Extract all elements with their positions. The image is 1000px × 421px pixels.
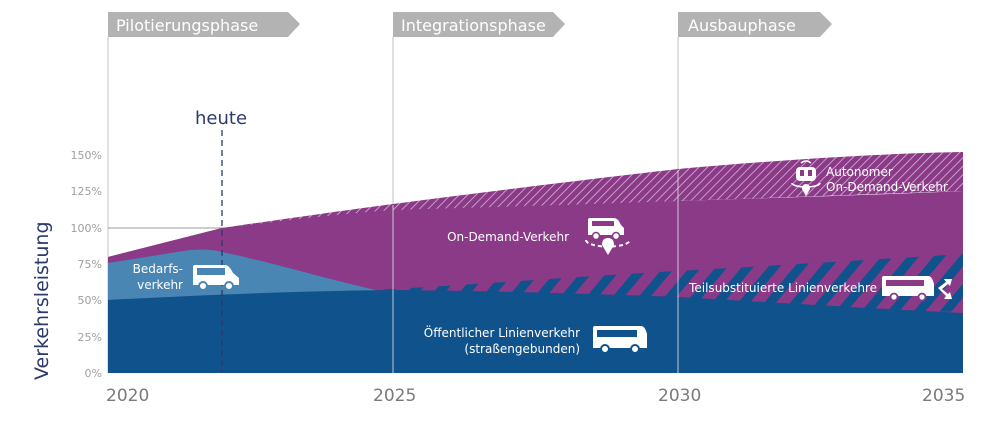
svg-text:Pilotierungsphase: Pilotierungsphase <box>116 16 258 35</box>
svg-text:Integrationsphase: Integrationsphase <box>401 16 546 35</box>
phase-banner-ausbau: Ausbauphase <box>678 12 832 37</box>
svg-text:On-Demand-Verkehr: On-Demand-Verkehr <box>826 180 948 194</box>
phase-banner-pilotierung: Pilotierungsphase <box>108 12 300 37</box>
svg-text:Öffentlicher Linienverkehr: Öffentlicher Linienverkehr <box>424 324 580 340</box>
svg-text:Autonomer: Autonomer <box>826 165 893 179</box>
svg-text:2025: 2025 <box>373 386 416 406</box>
svg-text:75%: 75% <box>78 258 102 271</box>
autonomous-shuttle-icon <box>791 160 821 196</box>
label-oepnv: Öffentlicher Linienverkehr (straßengebun… <box>424 324 580 356</box>
bus-split-icon <box>882 276 952 302</box>
van-icon <box>193 265 239 291</box>
y-axis: 0% 25% 50% 75% 100% 125% 150% <box>71 149 102 380</box>
today-marker: heute <box>195 108 247 373</box>
svg-text:0%: 0% <box>85 367 102 380</box>
svg-text:2030: 2030 <box>658 386 701 406</box>
on-demand-van-location-icon <box>585 218 631 255</box>
phase-banner-integration: Integrationsphase <box>393 12 565 37</box>
label-bedarfsverkehr: Bedarfs- verkehr <box>133 262 183 292</box>
area-bedarfsverkehr <box>108 249 380 300</box>
label-teilsubstituiert: Teilsubstituierte Linienverkehre <box>688 281 877 295</box>
svg-text:heute: heute <box>195 108 247 129</box>
bus-icon <box>593 326 647 354</box>
svg-text:Bedarfs-: Bedarfs- <box>133 262 183 276</box>
svg-text:Ausbauphase: Ausbauphase <box>688 16 796 35</box>
svg-text:100%: 100% <box>71 222 102 235</box>
y-axis-label: Verkehrsleistung <box>31 221 53 380</box>
label-autonomer-on-demand: Autonomer On-Demand-Verkehr <box>826 165 948 194</box>
area-oepnv <box>108 290 963 373</box>
svg-text:25%: 25% <box>78 331 102 344</box>
svg-text:2035: 2035 <box>922 386 965 406</box>
svg-text:2020: 2020 <box>106 386 149 406</box>
svg-text:(straßengebunden): (straßengebunden) <box>464 342 580 356</box>
x-axis: 2020 2025 2030 2035 <box>106 386 965 406</box>
svg-text:50%: 50% <box>78 294 102 307</box>
svg-text:125%: 125% <box>71 185 102 198</box>
area-teilsubstituiert <box>360 254 963 312</box>
svg-text:150%: 150% <box>71 149 102 162</box>
svg-text:verkehr: verkehr <box>137 278 183 292</box>
label-on-demand: On-Demand-Verkehr <box>447 230 569 244</box>
